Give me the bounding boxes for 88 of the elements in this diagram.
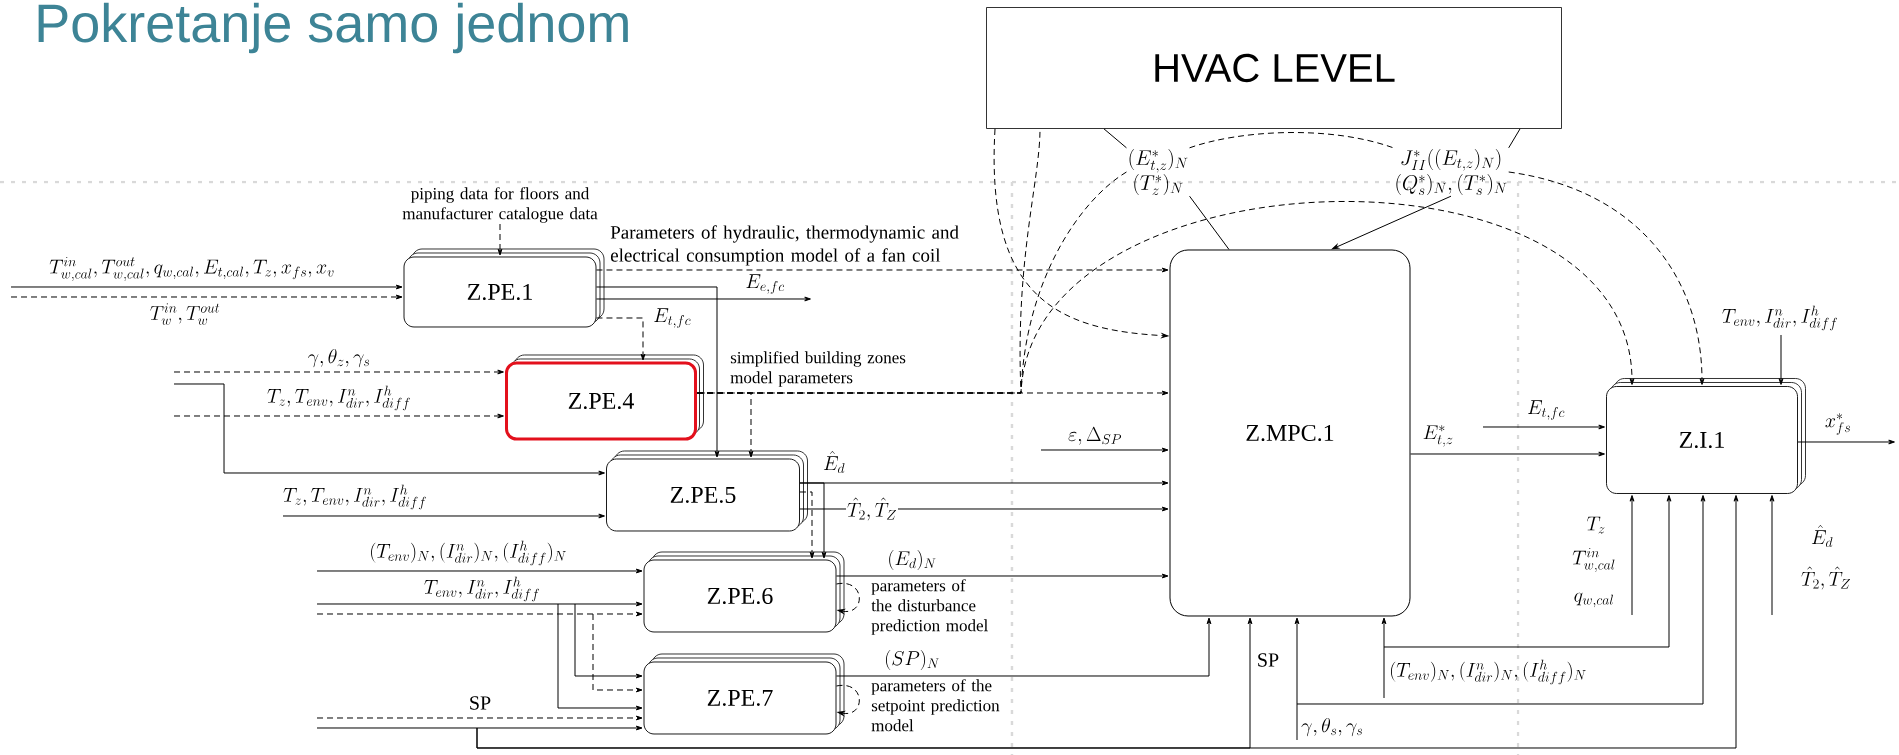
edge-label: simplified building zones model parameters — [730, 351, 906, 387]
arrow — [1383, 495, 1672, 648]
variable-label: $T^{in}_{w,cal}$ — [1572, 547, 1615, 572]
process-box: Z.I.1 — [1606, 378, 1806, 494]
arrow — [316, 568, 643, 574]
edge-label: $E_{t,fc}$ — [1528, 400, 1565, 420]
arrow — [173, 383, 605, 476]
arrow — [557, 603, 643, 711]
edge-label: $(E_{d})_{N}$ — [889, 550, 936, 570]
edge-label: SP — [1258, 653, 1279, 667]
slide-title: Pokretanje samo jednom — [38, 2, 628, 54]
arrow — [316, 725, 643, 731]
edge-label: $T_{z},T_{env}, I^{n}_{dir}, I^{h}_{diff}$ — [267, 385, 410, 411]
arrow — [1769, 495, 1775, 616]
arrow — [595, 317, 646, 361]
edge-label: $T^{in}_{w} ,T^{out}_{w}$ — [150, 303, 220, 325]
arrow — [10, 294, 403, 300]
arrow — [282, 513, 605, 519]
edge-label: $\gamma,\theta_{z}, \gamma_{s}$ — [308, 348, 370, 368]
process-box: Z.PE.4 — [505, 354, 704, 441]
arrow — [1040, 447, 1169, 453]
edge-label: $T^{in}_{w,cal}, T^{out}_{w,cal}, q_{w,cal}, E_{t,cal}, T_{z}, x_{fs}, x_{v}$ — [49, 256, 334, 282]
edge-label: $\hat{E}_{d}$ — [823, 451, 845, 474]
edge-label: $T_{env}, I^{n}_{dir}, I^{h}_{diff}$ — [424, 576, 539, 602]
arrow — [10, 284, 403, 290]
arrow — [1381, 617, 1387, 699]
connector-line — [1508, 128, 1521, 149]
edge-label: Parameters of hydraulic, thermodynamic and electrical consumption model of a fan coil — [610, 225, 959, 266]
arrow — [1797, 439, 1895, 445]
arrow — [835, 617, 1212, 677]
arrow — [835, 582, 860, 614]
arrow — [316, 611, 643, 617]
process-box: Z.PE.7 — [643, 653, 845, 735]
arrow — [835, 573, 1169, 579]
edge-label: $E^{*}_{t,z}$ — [1423, 425, 1453, 447]
arrow — [316, 601, 643, 607]
variable-label: $T_{z}$ — [1587, 516, 1605, 534]
arrow — [1331, 195, 1452, 250]
arrow — [799, 482, 827, 559]
arrow — [574, 603, 643, 679]
arrow — [1778, 334, 1784, 385]
arrow — [595, 267, 1169, 273]
arrow — [1410, 451, 1605, 457]
arrow — [497, 223, 503, 256]
edge-label: $E_{t,fc}$ — [654, 308, 691, 328]
process-box: Z.PE.5 — [606, 450, 808, 532]
formula-label: $J^{*}_{II}((E_{t,z})_{N})$ $(Q^{*}_{s})_{N} ,(T^{*}_{s})_{N}$ — [1396, 149, 1507, 196]
arrow — [476, 495, 1739, 749]
controller-box: Z.MPC.1 — [1169, 249, 1411, 617]
edge-label: parameters of the disturbance prediction model — [871, 579, 988, 635]
arrow — [835, 684, 860, 716]
arrow — [1508, 171, 1705, 385]
edge-label: $E_{e,fc}$ — [746, 274, 785, 294]
arrow — [316, 715, 643, 721]
arrow — [1296, 495, 1706, 705]
variable-label: $\hat{T}_{2},\hat{T}_{Z}$ — [1801, 566, 1851, 590]
formula-label: $(E^{*}_{t,z})_{N}$ $(T^{*}_{z})_{N}$ — [1129, 149, 1188, 196]
arrow — [1629, 495, 1635, 616]
edge-label: $\gamma,\theta_{s}, \gamma_{s}$ — [1301, 717, 1362, 737]
edge-label: $(SP)_{N}$ — [886, 650, 939, 670]
edge-label: $x^{*}_{fs}$ — [1825, 413, 1850, 435]
arrow — [595, 286, 720, 458]
edge-label: $\hat{T}_{2},\hat{T}_{Z}$ — [846, 496, 898, 522]
edge-label: $(T_{env})_{N}, (I^{n}_{dir})_{N}, (I^{h}_{diff})_{N}$ — [1391, 659, 1586, 685]
arrow — [592, 613, 643, 693]
process-box: Z.PE.6 — [643, 551, 845, 633]
variable-label: $\hat{E}_{d}$ — [1811, 525, 1833, 548]
arrow — [595, 296, 811, 302]
arrow — [799, 491, 815, 559]
arrow — [1482, 424, 1605, 430]
connector-line — [1103, 128, 1127, 149]
connector-line — [696, 128, 1041, 394]
arrow — [993, 128, 1169, 338]
arrow — [173, 369, 504, 375]
connector-line — [1189, 195, 1230, 250]
level-box: HVAC LEVEL — [986, 7, 1562, 129]
edge-label: parameters of the setpoint prediction model — [871, 679, 1000, 732]
arrow — [173, 413, 504, 419]
arrow — [1294, 617, 1300, 741]
edge-label: $T_{env}, I^{n}_{dir}, I^{h}_{diff}$ — [1722, 305, 1837, 331]
edge-label: $\varepsilon, \Delta_{SP}$ — [1068, 426, 1122, 445]
variable-label: $q_{w,cal}$ — [1574, 592, 1613, 608]
edge-label: SP — [470, 696, 491, 710]
connector-line — [1189, 132, 1394, 149]
process-box: Z.PE.1 — [403, 248, 605, 328]
edge-label: $(T_{env})_{N}, (I^{n}_{dir})_{N}, (I^{h}_{diff})_{N}$ — [371, 540, 566, 566]
note-text: piping data for floors and manufacturer catalogue data — [402, 187, 598, 223]
edge-label: $T_{z},T_{env}, I^{n}_{dir}, I^{h}_{diff}$ — [283, 484, 426, 510]
